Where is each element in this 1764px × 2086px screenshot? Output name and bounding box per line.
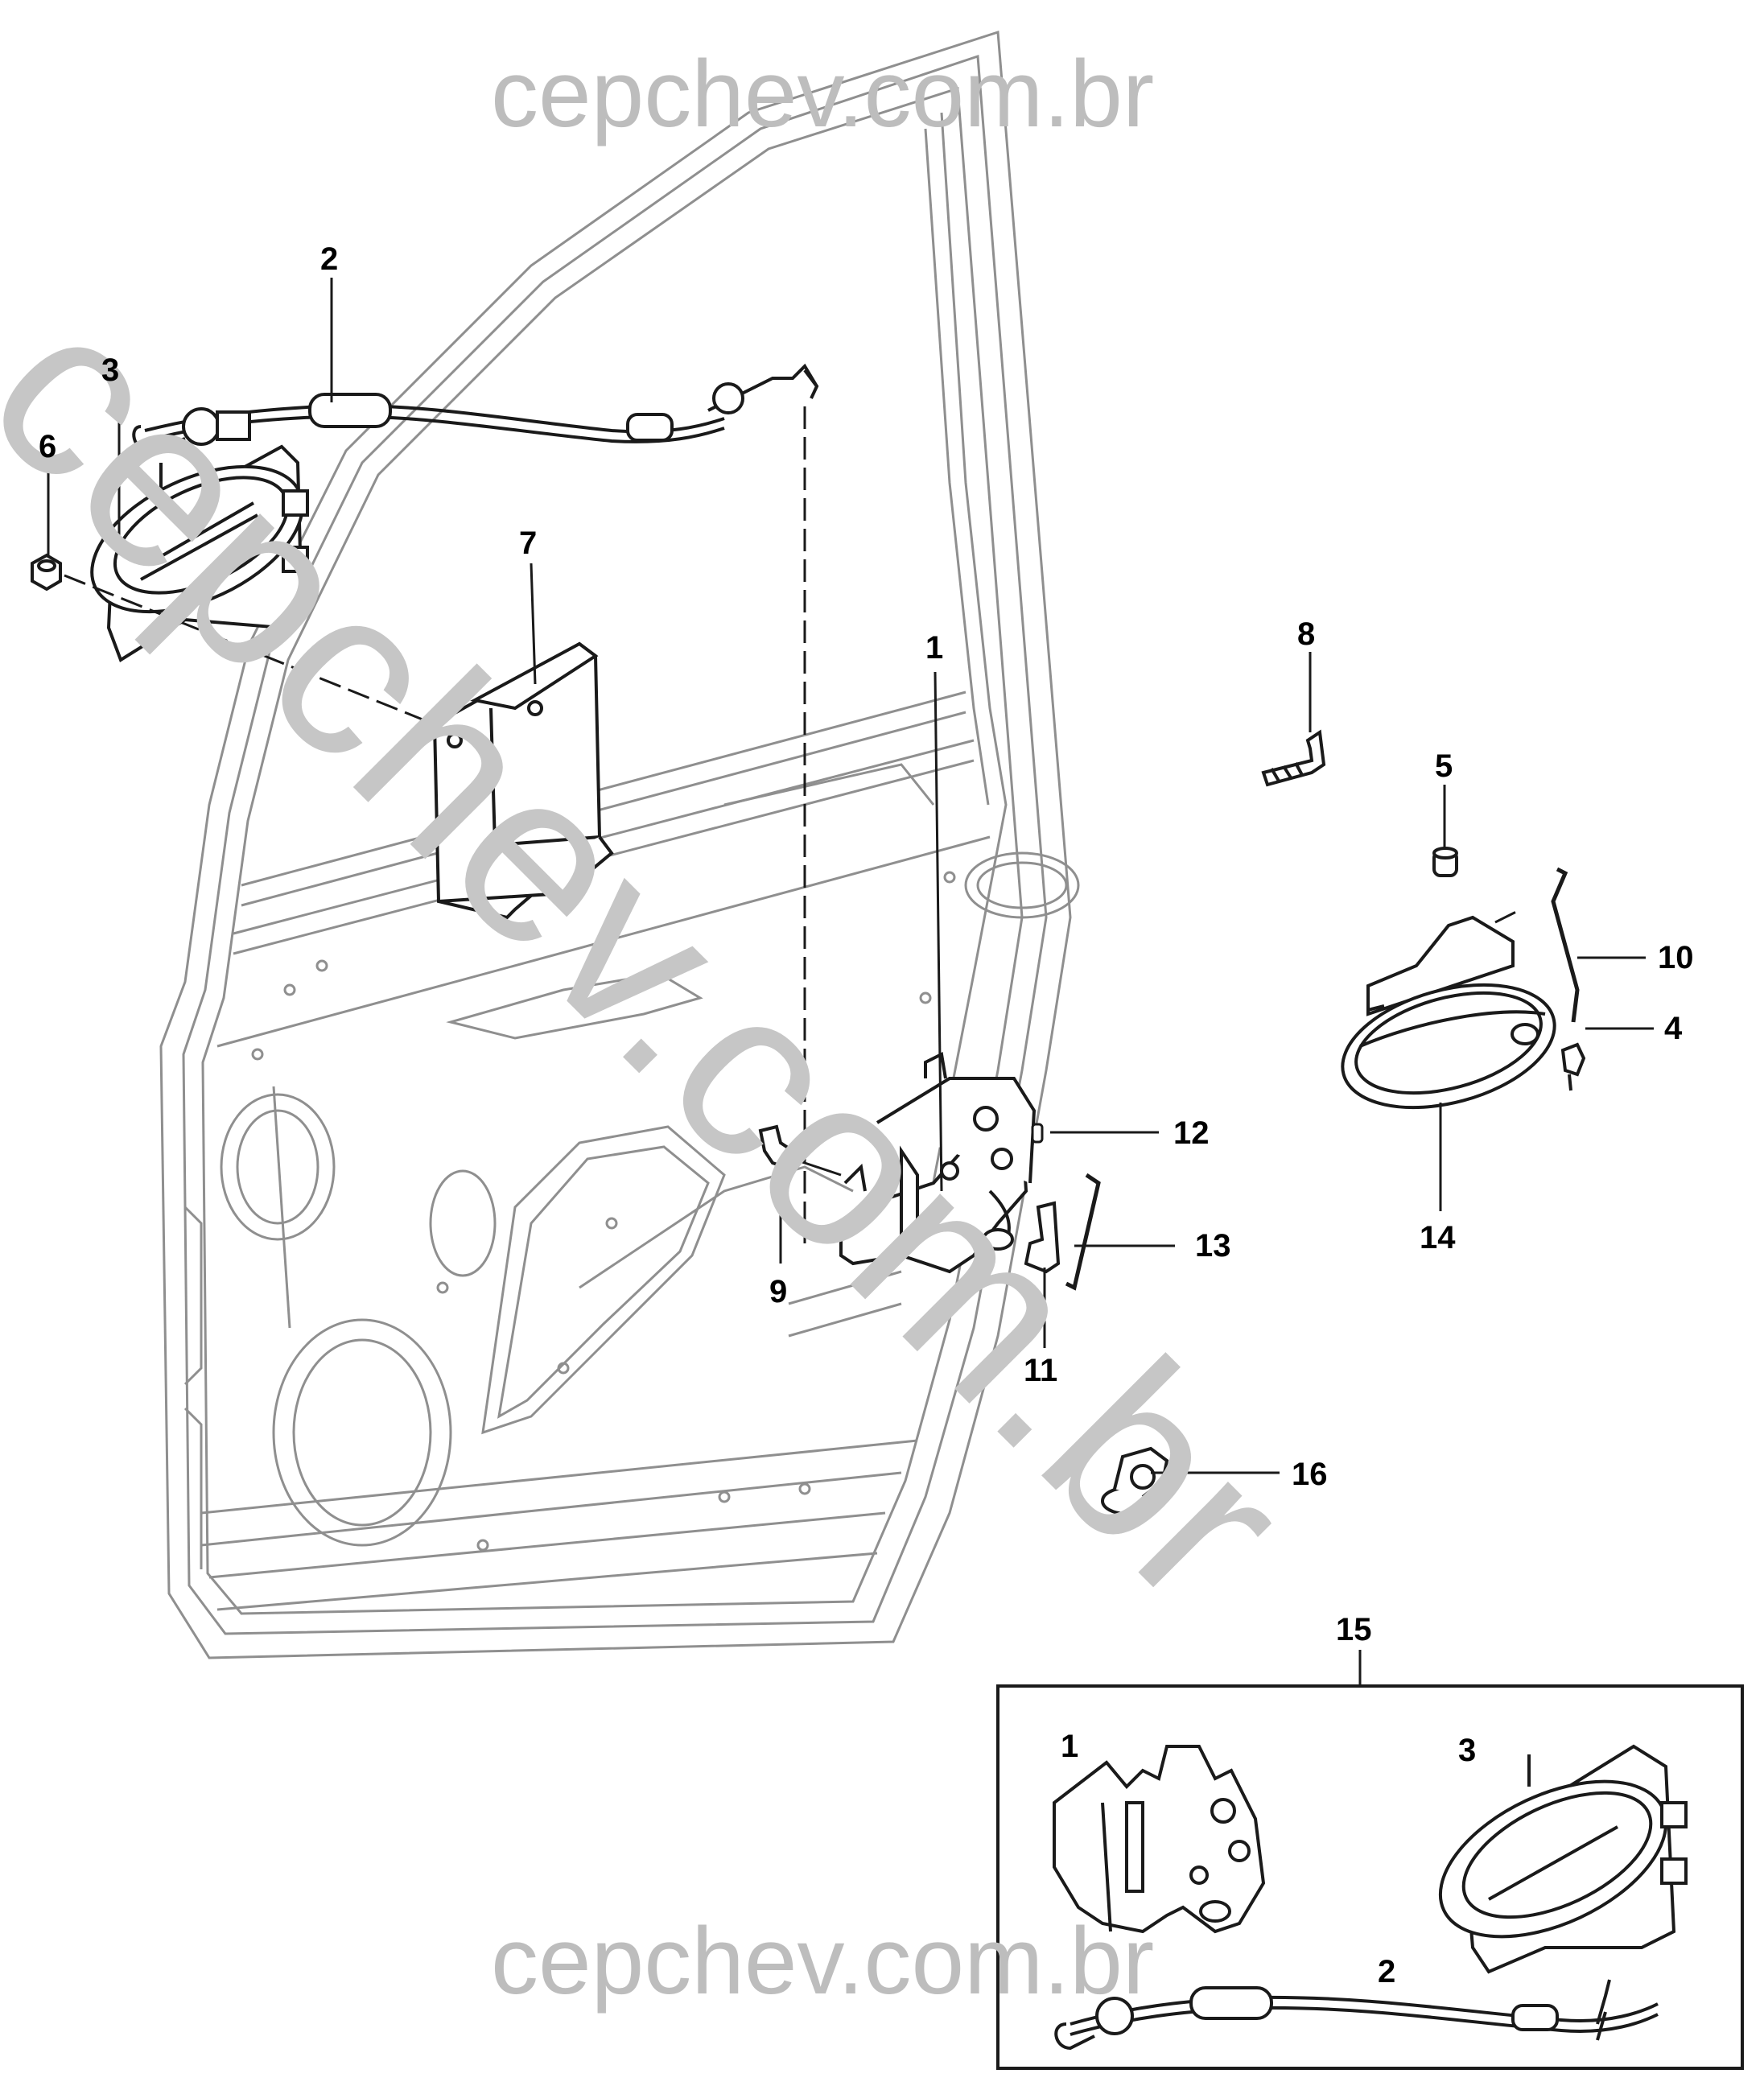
part-9-clip: [758, 1124, 795, 1169]
part-6-nut: [31, 553, 62, 592]
part-3-inside-handle: [90, 444, 309, 662]
watermark-bottom: cepchev.com.br: [491, 1908, 1155, 2014]
kit-callout-2: 2: [1378, 1954, 1396, 1989]
part-14-outside-handle: [1341, 915, 1556, 1110]
callout-4: 4: [1664, 1011, 1683, 1046]
callout-6: 6: [39, 429, 57, 464]
leader-lines: [47, 278, 1654, 1686]
part-11-clip: [1024, 1201, 1061, 1274]
callout-15: 15: [1336, 1612, 1372, 1647]
part-16-grommet: [1101, 1446, 1169, 1515]
watermark-top: cepchev.com.br: [491, 41, 1155, 147]
callout-1: 1: [925, 630, 944, 666]
callout-2: 2: [320, 241, 339, 277]
callout-12: 12: [1173, 1115, 1210, 1151]
part-4-clip: [1560, 1042, 1586, 1091]
kit-part-2-cable: [1054, 1979, 1659, 2051]
callout-16: 16: [1292, 1457, 1328, 1492]
part-5-spacer: [1432, 847, 1458, 877]
part-8-bolt: [1261, 729, 1326, 787]
kit-box-15: [996, 1684, 1744, 2070]
callout-8: 8: [1297, 616, 1316, 652]
callout-14: 14: [1420, 1220, 1456, 1255]
callout-3: 3: [101, 352, 120, 388]
kit-callout-3: 3: [1458, 1733, 1477, 1768]
callout-9: 9: [769, 1274, 788, 1309]
callout-11: 11: [1024, 1353, 1058, 1388]
kit-part-3-inside-handle: [1438, 1744, 1688, 1974]
kit-part-1-lock: [1053, 1745, 1266, 1934]
part-13-rod: [1065, 1173, 1101, 1291]
callout-13: 13: [1195, 1228, 1231, 1264]
part-10-rod: [1551, 867, 1580, 1023]
part-12-pin: [1031, 1123, 1044, 1144]
part-2-cable: [132, 363, 819, 453]
kit-callout-1: 1: [1061, 1729, 1079, 1764]
callout-7: 7: [519, 526, 538, 561]
part-1-lock: [839, 1052, 1037, 1274]
callout-10: 10: [1658, 940, 1694, 975]
callout-5: 5: [1435, 748, 1453, 784]
